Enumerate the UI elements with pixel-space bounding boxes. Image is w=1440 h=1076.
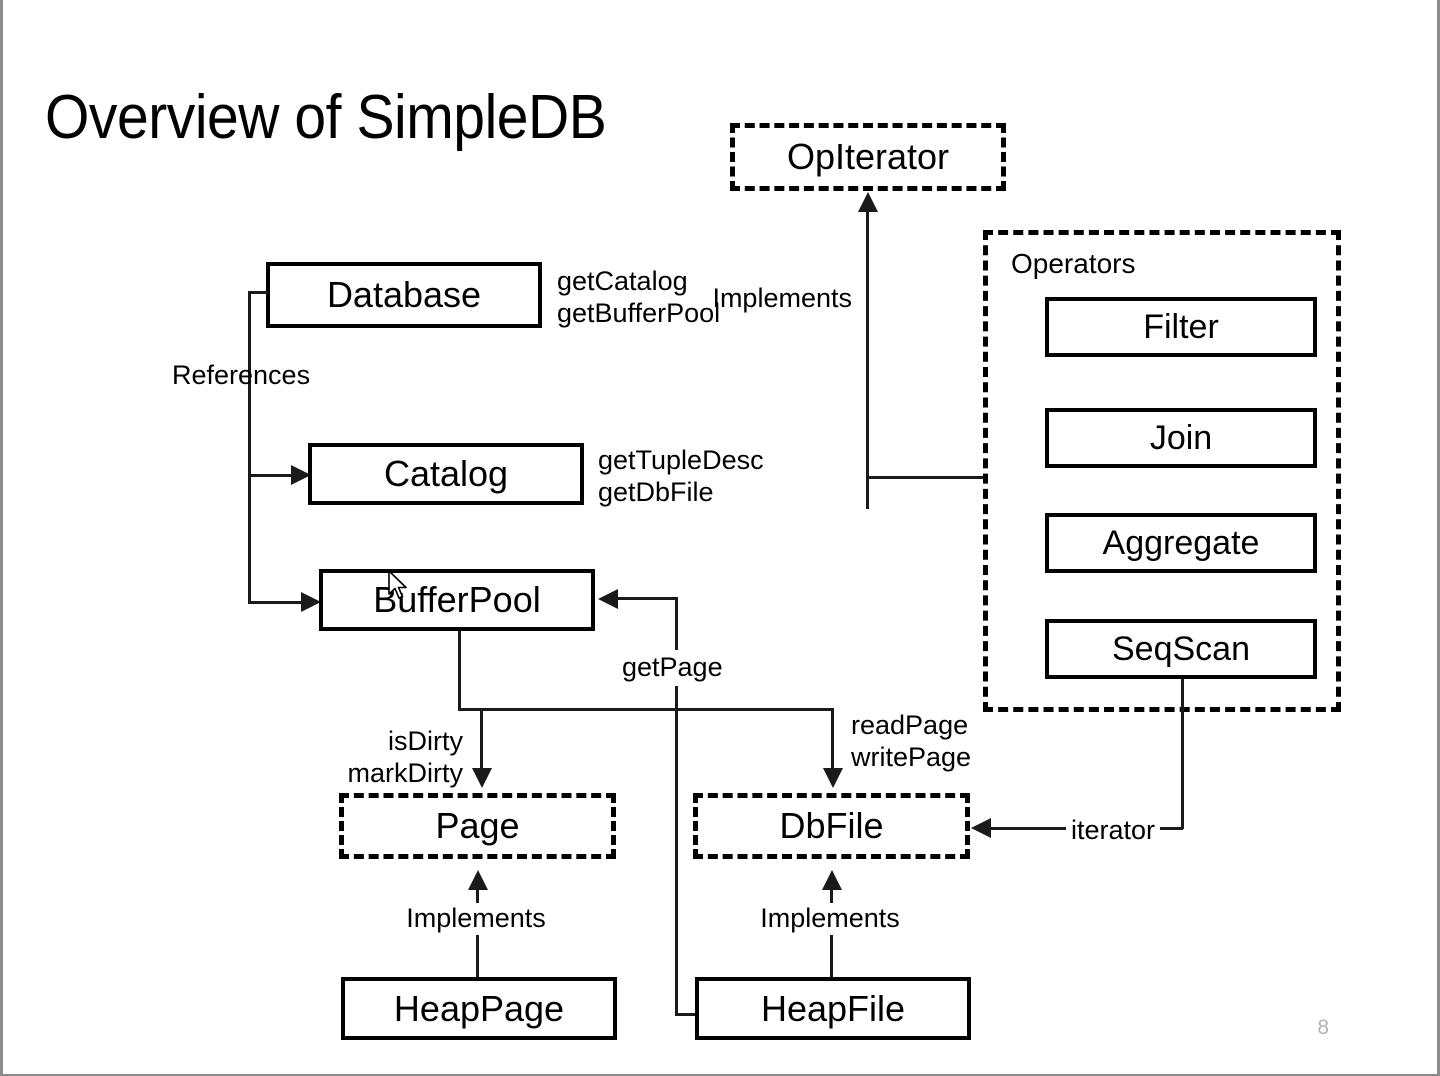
node-aggregate[interactable]: Aggregate (1045, 513, 1317, 573)
label-getpage: getPage (618, 650, 727, 686)
node-join-label: Join (1149, 419, 1213, 457)
node-heappage-label: HeapPage (393, 987, 565, 1029)
connector-operators-to-opiterator-horizontal (866, 476, 986, 479)
connector-bufferpool-bus-vertical (458, 631, 461, 709)
label-database-methods: getCatalog getBufferPool (557, 266, 721, 328)
node-bufferpool-label: BufferPool (373, 579, 541, 620)
node-filter[interactable]: Filter (1045, 297, 1317, 357)
connector-references-trunk (248, 291, 251, 603)
node-opiterator-label: OpIterator (786, 136, 950, 177)
node-database[interactable]: Database (266, 262, 542, 328)
operators-group-title: Operators (1011, 248, 1136, 279)
connector-bufferpool-to-dbfile (831, 708, 834, 770)
node-bufferpool[interactable]: BufferPool (319, 569, 595, 631)
connector-bufferpool-bus-horizontal (458, 708, 833, 711)
label-catalog-methods: getTupleDesc getDbFile (598, 445, 764, 507)
connector-references-stub (248, 291, 268, 294)
node-seqscan[interactable]: SeqScan (1045, 619, 1317, 679)
label-implements-page: Implements (376, 903, 576, 935)
node-heappage[interactable]: HeapPage (341, 977, 617, 1040)
arrowhead-heapfile-dbfile (822, 870, 842, 890)
node-opiterator[interactable]: OpIterator (730, 123, 1006, 191)
connector-references-to-bufferpool (248, 601, 308, 604)
page-number: 8 (1317, 1016, 1329, 1039)
arrowhead-references-catalog (291, 465, 311, 485)
node-aggregate-label: Aggregate (1102, 524, 1260, 562)
connector-operators-to-opiterator-vertical (866, 212, 869, 509)
arrowhead-references-bufferpool (301, 592, 321, 612)
connector-references-to-catalog (248, 474, 298, 477)
page-title: Overview of SimpleDB (45, 83, 607, 152)
arrowhead-heappage-page (468, 870, 488, 890)
node-heapfile-label: HeapFile (760, 987, 906, 1029)
arrowhead-bufferpool-dbfile (823, 768, 843, 788)
node-dbfile[interactable]: DbFile (693, 793, 970, 859)
label-iterator: iterator (1066, 813, 1161, 849)
connector-getpage-into-bufferpool (615, 597, 677, 600)
operators-group (983, 230, 1341, 712)
node-catalog[interactable]: Catalog (308, 443, 584, 505)
label-implements-dbfile: Implements (730, 903, 930, 935)
arrowhead-bufferpool-page (472, 768, 492, 788)
arrowhead-iterator-dbfile (971, 818, 991, 838)
label-page-io-methods: readPage writePage (851, 710, 972, 772)
arrowhead-getpage-bufferpool (598, 589, 618, 609)
node-heapfile[interactable]: HeapFile (695, 977, 971, 1040)
connector-bufferpool-to-page (480, 708, 483, 770)
connector-iterator-vertical (1181, 679, 1184, 829)
connector-getpage-from-heapfile (675, 1013, 700, 1016)
node-catalog-label: Catalog (383, 453, 509, 494)
label-dirty-methods: isDirty markDirty (347, 726, 464, 788)
node-page[interactable]: Page (339, 793, 616, 859)
arrowhead-implements-opiterator (858, 192, 878, 212)
node-database-label: Database (326, 274, 482, 315)
node-page-label: Page (435, 805, 520, 846)
node-join[interactable]: Join (1045, 408, 1317, 468)
node-filter-label: Filter (1143, 308, 1219, 346)
connector-getpage-vertical (675, 597, 678, 1015)
label-implements-opiterator: Implements (712, 283, 852, 313)
label-references: References (172, 360, 311, 390)
node-seqscan-label: SeqScan (1112, 630, 1250, 668)
node-dbfile-label: DbFile (779, 805, 884, 846)
